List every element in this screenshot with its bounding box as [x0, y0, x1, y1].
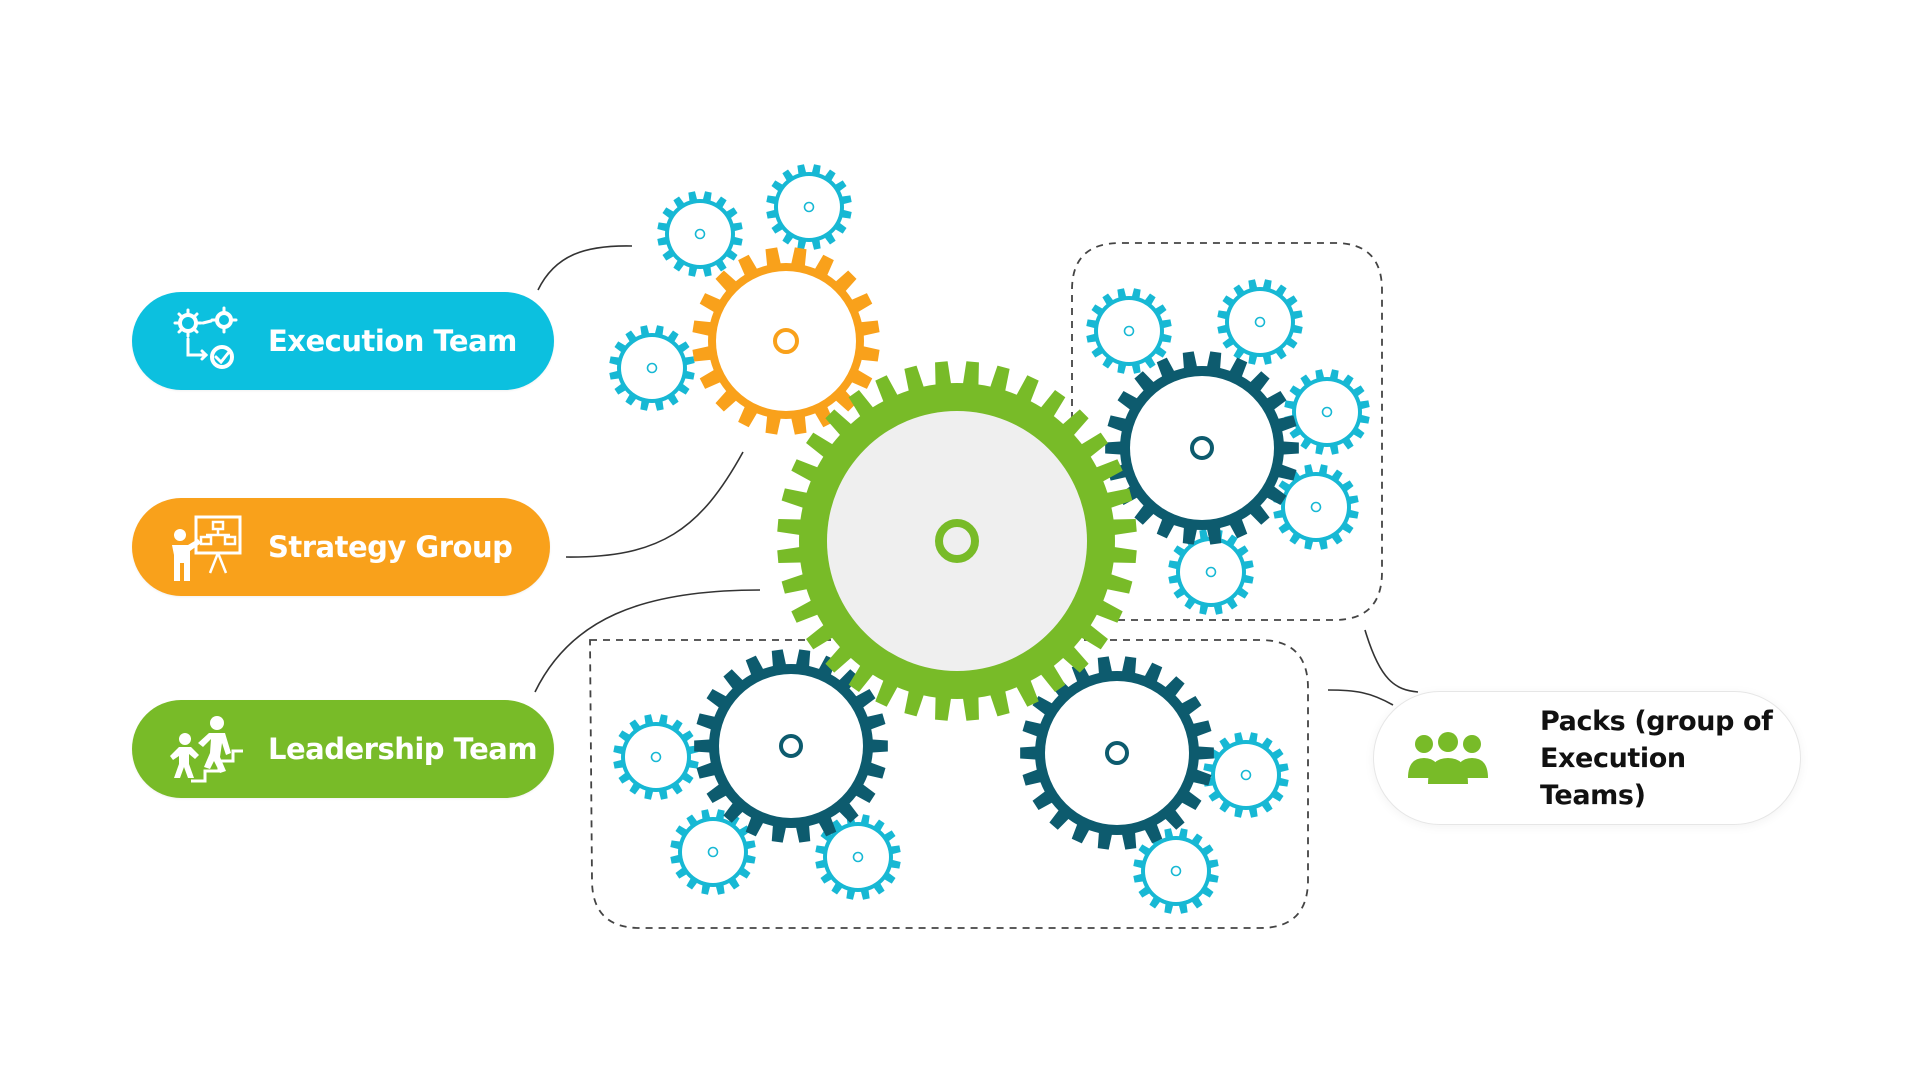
packs-label-line-2: Execution Teams)	[1540, 742, 1686, 811]
leadership-gear	[777, 361, 1137, 721]
connector-packs-bottom	[1327, 689, 1394, 706]
execution-gear	[766, 164, 852, 250]
climbing-stairs-people-icon	[166, 709, 246, 789]
execution-gear-hub	[1205, 566, 1217, 578]
execution-gear	[1086, 288, 1172, 374]
pack-lead-gear-hub	[1190, 436, 1214, 460]
pack-lead-gear-hub	[1105, 741, 1129, 765]
gear-set	[609, 164, 1370, 914]
execution-gear-hub	[707, 846, 719, 858]
packs-callout: Packs (group of Execution Teams)	[1373, 691, 1801, 825]
pack-group-bottom-border	[589, 639, 1309, 929]
execution-gear-face	[778, 176, 840, 238]
strategy-gear-hub	[773, 328, 799, 354]
leadership-team-pill: Leadership Team	[132, 700, 554, 798]
execution-team-pill: Execution Team	[132, 292, 554, 390]
leadership-team-label: Leadership Team	[268, 732, 538, 766]
connector-strategy-group	[565, 451, 744, 558]
execution-gear-face	[1296, 381, 1358, 443]
connector-packs-top	[1364, 629, 1419, 693]
execution-gear-face	[1098, 300, 1160, 362]
pack-lead-gear-face	[719, 674, 863, 818]
execution-gear-face	[1145, 840, 1207, 902]
packs-label-line-1: Packs (group of	[1540, 705, 1773, 737]
execution-gear-face	[625, 726, 687, 788]
leadership-gear-face	[827, 411, 1087, 671]
packs-label: Packs (group of Execution Teams)	[1540, 703, 1800, 814]
strategy-group-label: Strategy Group	[268, 530, 513, 564]
execution-team-label: Execution Team	[268, 324, 517, 358]
execution-gear	[1217, 279, 1303, 365]
leadership-gear-hub	[935, 519, 979, 563]
execution-gear-hub	[803, 201, 815, 213]
execution-gear	[1273, 464, 1359, 550]
execution-gear-hub	[852, 851, 864, 863]
presenter-board-icon	[166, 507, 246, 587]
team-group-icon	[1408, 732, 1488, 784]
execution-gear-hub	[1170, 865, 1182, 877]
execution-gear-hub	[694, 228, 706, 240]
execution-gear-face	[1229, 291, 1291, 353]
strategy-gear-face	[716, 271, 856, 411]
execution-gear	[1203, 732, 1289, 818]
pack-group-borders	[589, 242, 1383, 929]
execution-gear	[670, 809, 756, 895]
pack-lead-gear-hub	[779, 734, 803, 758]
connector-lines	[534, 245, 1419, 706]
connector-leadership-team	[534, 589, 761, 693]
execution-gear	[1133, 828, 1219, 914]
execution-gear	[613, 714, 699, 800]
pack-lead-gear	[1020, 656, 1214, 850]
execution-gear-face	[1285, 476, 1347, 538]
execution-gear-hub	[1310, 501, 1322, 513]
execution-gear-face	[1215, 744, 1277, 806]
gears-workflow-icon	[166, 301, 246, 381]
execution-gear	[657, 191, 743, 277]
execution-gear	[1284, 369, 1370, 455]
pack-lead-gear-face	[1045, 681, 1189, 825]
execution-gear-face	[682, 821, 744, 883]
strategy-group-pill: Strategy Group	[132, 498, 550, 596]
execution-gear-hub	[1123, 325, 1135, 337]
connector-execution-team	[537, 245, 633, 291]
execution-gear	[1168, 529, 1254, 615]
pack-group-right-border	[1071, 242, 1383, 621]
execution-gear-hub	[1240, 769, 1252, 781]
execution-gear-hub	[1321, 406, 1333, 418]
execution-gear-face	[827, 826, 889, 888]
pack-lead-gear-face	[1130, 376, 1274, 520]
strategy-gear	[692, 247, 880, 435]
execution-gear-hub	[1254, 316, 1266, 328]
execution-gear	[609, 325, 695, 411]
execution-gear-hub	[646, 362, 658, 374]
execution-gear-face	[1180, 541, 1242, 603]
execution-gear-face	[669, 203, 731, 265]
execution-gear-hub	[650, 751, 662, 763]
pack-lead-gear	[1105, 351, 1299, 545]
execution-gear-face	[621, 337, 683, 399]
execution-gear	[815, 814, 901, 900]
pack-lead-gear	[694, 649, 888, 843]
